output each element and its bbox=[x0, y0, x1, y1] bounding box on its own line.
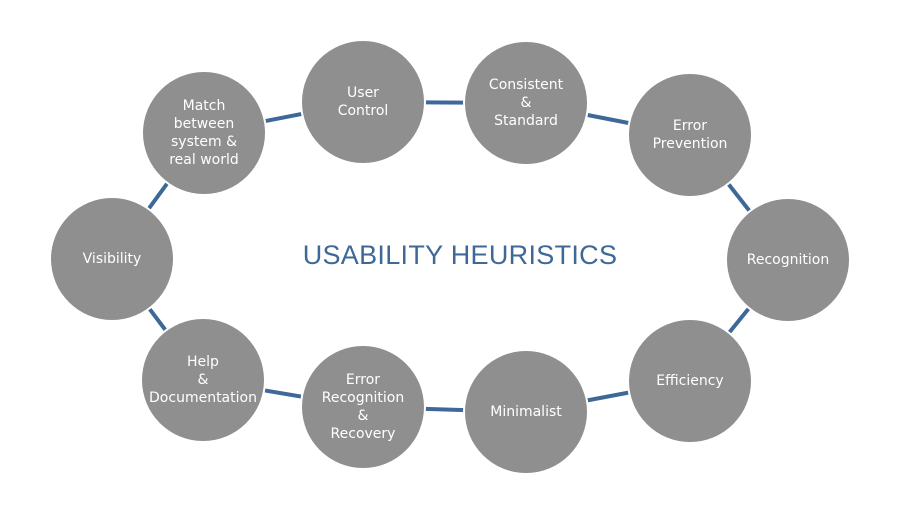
node-error-recognition-recovery: Error Recognition & Recovery bbox=[302, 346, 424, 468]
node-consistent-standard: Consistent & Standard bbox=[465, 42, 587, 164]
node-help-documentation: Help & Documentation bbox=[142, 319, 264, 441]
node-label: Minimalist bbox=[490, 404, 562, 420]
node-label: Efficiency bbox=[656, 373, 724, 389]
node-label: Recognition bbox=[746, 252, 830, 268]
node-efficiency: Efficiency bbox=[629, 320, 751, 442]
node-visibility: Visibility bbox=[51, 198, 173, 320]
node-label: Match between system & real world bbox=[169, 98, 239, 168]
node-label: Error Prevention bbox=[652, 118, 728, 152]
node-label: Error Recognition & Recovery bbox=[321, 372, 405, 442]
node-user-control: User Control bbox=[302, 41, 424, 163]
node-label: Consistent & Standard bbox=[488, 77, 564, 129]
node-recognition: Recognition bbox=[727, 199, 849, 321]
diagram-title: USABILITY HEURISTICS bbox=[302, 240, 618, 270]
node-label: Visibility bbox=[82, 251, 142, 267]
node-label: Help & Documentation bbox=[149, 354, 257, 406]
node-error-prevention: Error Prevention bbox=[629, 74, 751, 196]
node-match-system-real-world: Match between system & real world bbox=[143, 72, 265, 194]
node-minimalist: Minimalist bbox=[465, 351, 587, 473]
node-label: User Control bbox=[337, 85, 389, 119]
